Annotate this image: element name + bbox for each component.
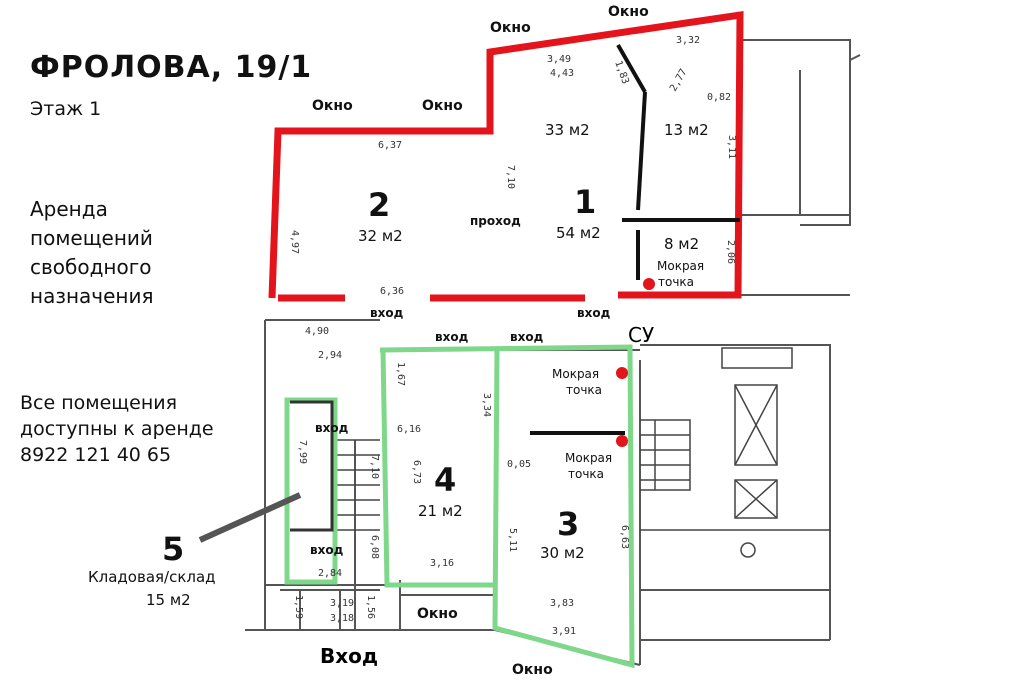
dimension: 3,18 — [330, 613, 354, 624]
room-3-number: 3 — [557, 505, 579, 543]
dimension: 0,05 — [507, 459, 531, 470]
wet-point-marker — [643, 278, 655, 290]
room-1b-area: 13 м2 — [664, 121, 709, 139]
stair-block — [335, 347, 830, 558]
entrance-label: вход — [310, 543, 344, 557]
availability-line: доступны к аренде — [20, 418, 214, 440]
dimension: 1,59 — [293, 595, 304, 619]
dimension: 3,32 — [676, 35, 700, 46]
dimension: 6,36 — [380, 286, 404, 297]
window-label: Окно — [490, 20, 531, 36]
room-3-area: 30 м2 — [540, 544, 585, 562]
floor-label: Этаж 1 — [30, 98, 102, 120]
page-title: ФРОЛОВА, 19/1 — [30, 50, 313, 85]
bathroom-label: СУ — [628, 323, 654, 347]
room-1-number: 1 — [574, 183, 596, 221]
dimension: 1,56 — [365, 595, 376, 619]
window-label: Окно — [312, 98, 353, 114]
dimension: 3,34 — [481, 393, 492, 417]
room-4-area: 21 м2 — [418, 502, 463, 520]
dimension: 2,94 — [318, 350, 342, 361]
dimension: 5,11 — [507, 528, 518, 552]
availability-note: Все помещения доступны к аренде 8922 121… — [20, 390, 214, 468]
availability-line: Все помещения — [20, 392, 178, 414]
wet-point-label: точка — [658, 275, 694, 289]
dimension: 2,84 — [318, 568, 342, 579]
rent-line: назначения — [30, 284, 154, 308]
dimension: 6,37 — [378, 140, 402, 151]
dimension: 3,19 — [330, 598, 354, 609]
dimension: 6,73 — [411, 460, 422, 484]
wet-point-marker — [616, 435, 628, 447]
wet-point-label: Мокрая — [565, 451, 612, 465]
rooms-3-4-5-outline — [284, 344, 635, 669]
phone-number: 8922 121 40 65 — [20, 444, 172, 466]
entrance-label: вход — [510, 330, 544, 344]
dimension: 3,49 — [547, 54, 571, 65]
dimension: 6,63 — [619, 525, 630, 549]
room-1-area: 54 м2 — [556, 224, 601, 242]
rooms-1-2-outline — [268, 10, 744, 302]
passage-label: проход — [470, 214, 521, 228]
rent-line: свободного — [30, 255, 152, 279]
main-entrance-label: Вход — [320, 644, 378, 668]
entrance-label: вход — [370, 306, 404, 320]
window-label: Окно — [512, 662, 553, 678]
wet-point-label: Мокрая — [552, 367, 599, 381]
dimension: 6,16 — [397, 424, 421, 435]
dimension: 1,67 — [395, 362, 406, 386]
room-5-area: 15 м2 — [146, 591, 191, 609]
room-5-description: Кладовая/склад — [88, 568, 216, 586]
window-label: Окно — [608, 4, 649, 20]
rent-line: помещений — [30, 226, 153, 250]
wet-point-label: Мокрая — [657, 259, 704, 273]
dimension: 7,10 — [505, 165, 516, 189]
dimension: 7,99 — [297, 440, 308, 464]
room-5-pointer — [198, 492, 302, 543]
dimension: 3,83 — [550, 598, 574, 609]
window-label: Окно — [422, 98, 463, 114]
dimension: 7,10 — [369, 455, 380, 479]
room-1-partitions — [616, 44, 740, 280]
wet-point-label: точка — [566, 383, 602, 397]
dimension: 4,43 — [550, 68, 574, 79]
room-2-number: 2 — [368, 186, 390, 224]
dimension: 4,97 — [289, 230, 300, 254]
dimension: 4,90 — [305, 326, 329, 337]
dimension: 0,82 — [707, 92, 731, 103]
room-4-number: 4 — [434, 461, 456, 499]
room-1c-area: 8 м2 — [664, 235, 699, 253]
room-5-number: 5 — [162, 530, 184, 568]
wet-point-label: точка — [568, 467, 604, 481]
dimension: 6,08 — [369, 535, 380, 559]
dimension: 3,16 — [430, 558, 454, 569]
entrance-label: вход — [315, 421, 349, 435]
entrance-label: вход — [435, 330, 469, 344]
rent-description: Аренда помещений свободного назначения — [30, 195, 154, 311]
rent-line: Аренда — [30, 197, 108, 221]
room-5-inner — [290, 400, 334, 532]
room-1a-area: 33 м2 — [545, 121, 590, 139]
dimension: 3,11 — [726, 135, 737, 159]
entrance-label: вход — [577, 306, 611, 320]
dimension: 2,77 — [668, 67, 690, 93]
room-2-area: 32 м2 — [358, 227, 403, 245]
dimension: 3,91 — [552, 626, 576, 637]
dimension: 2,06 — [725, 240, 736, 264]
wet-point-marker — [616, 367, 628, 379]
window-label: Окно — [417, 606, 458, 622]
